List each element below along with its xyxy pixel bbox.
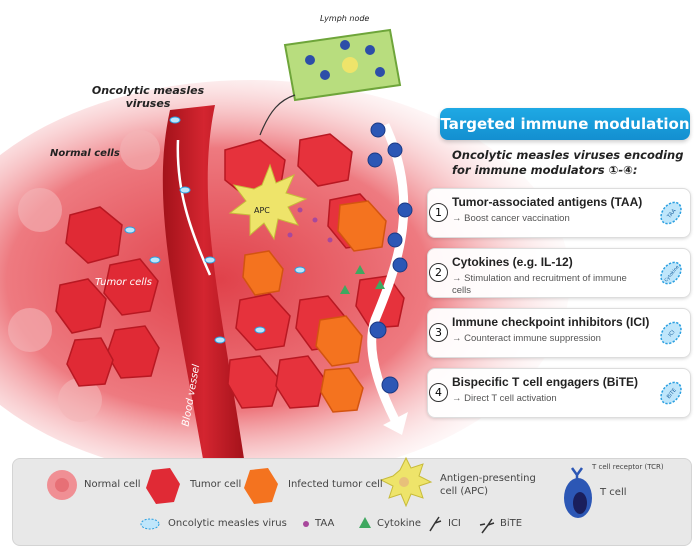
apc-label: APC xyxy=(254,206,270,215)
infected-tumor-cells xyxy=(242,200,387,413)
legend-tcr: T cell receptor (TCR) xyxy=(592,463,664,471)
virus-cytokine-icon: Cytokine xyxy=(660,261,682,285)
virus-bite-icon: BiTE xyxy=(660,381,682,405)
legend-infected-tumor-cell: Infected tumor cell xyxy=(288,479,383,490)
migration-arrow xyxy=(259,94,296,136)
panel-title: Targeted immune modulation xyxy=(440,108,690,140)
virus-particles xyxy=(124,116,306,344)
tcell-path-arrow xyxy=(367,123,409,423)
cytokine-triangles xyxy=(340,265,385,294)
legend-taa: TAA xyxy=(315,518,335,529)
legend-normal-cell: Normal cell xyxy=(84,479,141,490)
item-description: → Boost cancer vaccination xyxy=(452,213,570,224)
modulator-card-bite: 4 Bispecific T cell engagers (BiTE) → Di… xyxy=(427,368,691,418)
legend-t-cell: T cell xyxy=(600,487,627,498)
legend-bite: BiTE xyxy=(500,518,523,529)
legend-tumor-cell: Tumor cell xyxy=(190,479,242,490)
virus-flow-arrow xyxy=(176,139,212,276)
apc-cell xyxy=(228,163,308,241)
modulator-card-taa: 1 Tumor-associated antigens (TAA) → Boos… xyxy=(427,188,691,238)
virus-ici-icon: ICI xyxy=(660,321,682,345)
item-heading: Tumor-associated antigens (TAA) xyxy=(452,195,643,209)
item-number: 2 xyxy=(429,263,448,282)
item-heading: Cytokines (e.g. IL-12) xyxy=(452,255,573,269)
item-number: 3 xyxy=(429,323,448,342)
modulator-card-ici: 3 Immune checkpoint inhibitors (ICI) → C… xyxy=(427,308,691,358)
t-cells xyxy=(367,122,413,394)
modulator-card-cytokines: 2 Cytokines (e.g. IL-12) → Stimulation a… xyxy=(427,248,691,298)
oncolytic-viruses-label: Oncolytic measles viruses xyxy=(91,84,205,110)
tcell-path-arrowhead xyxy=(383,412,408,435)
item-number: 4 xyxy=(429,383,448,402)
normal-cells-label: Normal cells xyxy=(50,148,120,159)
tumor-cells-left xyxy=(55,206,160,387)
normal-cells xyxy=(8,130,160,422)
item-description: → Stimulation and recruitment of immune … xyxy=(452,273,627,296)
taa-dots xyxy=(287,207,333,243)
item-description: → Direct T cell activation xyxy=(452,393,557,404)
virus-label: ICI xyxy=(667,329,676,338)
panel-subtitle: Oncolytic measles viruses encoding for i… xyxy=(452,148,684,177)
item-heading: Bispecific T cell engagers (BiTE) xyxy=(452,375,639,389)
legend-ici: ICI xyxy=(448,518,461,529)
lymph-node-label: Lymph node xyxy=(320,14,370,23)
item-number: 1 xyxy=(429,203,448,222)
lymph-node xyxy=(283,28,402,102)
tumor-cells-label: Tumor cells xyxy=(95,277,153,288)
legend-cytokine: Cytokine xyxy=(377,518,421,529)
item-heading: Immune checkpoint inhibitors (ICI) xyxy=(452,315,650,329)
item-description: → Counteract immune suppression xyxy=(452,333,601,344)
legend-apc: Antigen-presenting cell (APC) xyxy=(440,473,536,497)
legend xyxy=(12,458,692,546)
legend-virus: Oncolytic measles virus xyxy=(168,518,287,529)
virus-taa-icon: TAA xyxy=(660,201,682,225)
